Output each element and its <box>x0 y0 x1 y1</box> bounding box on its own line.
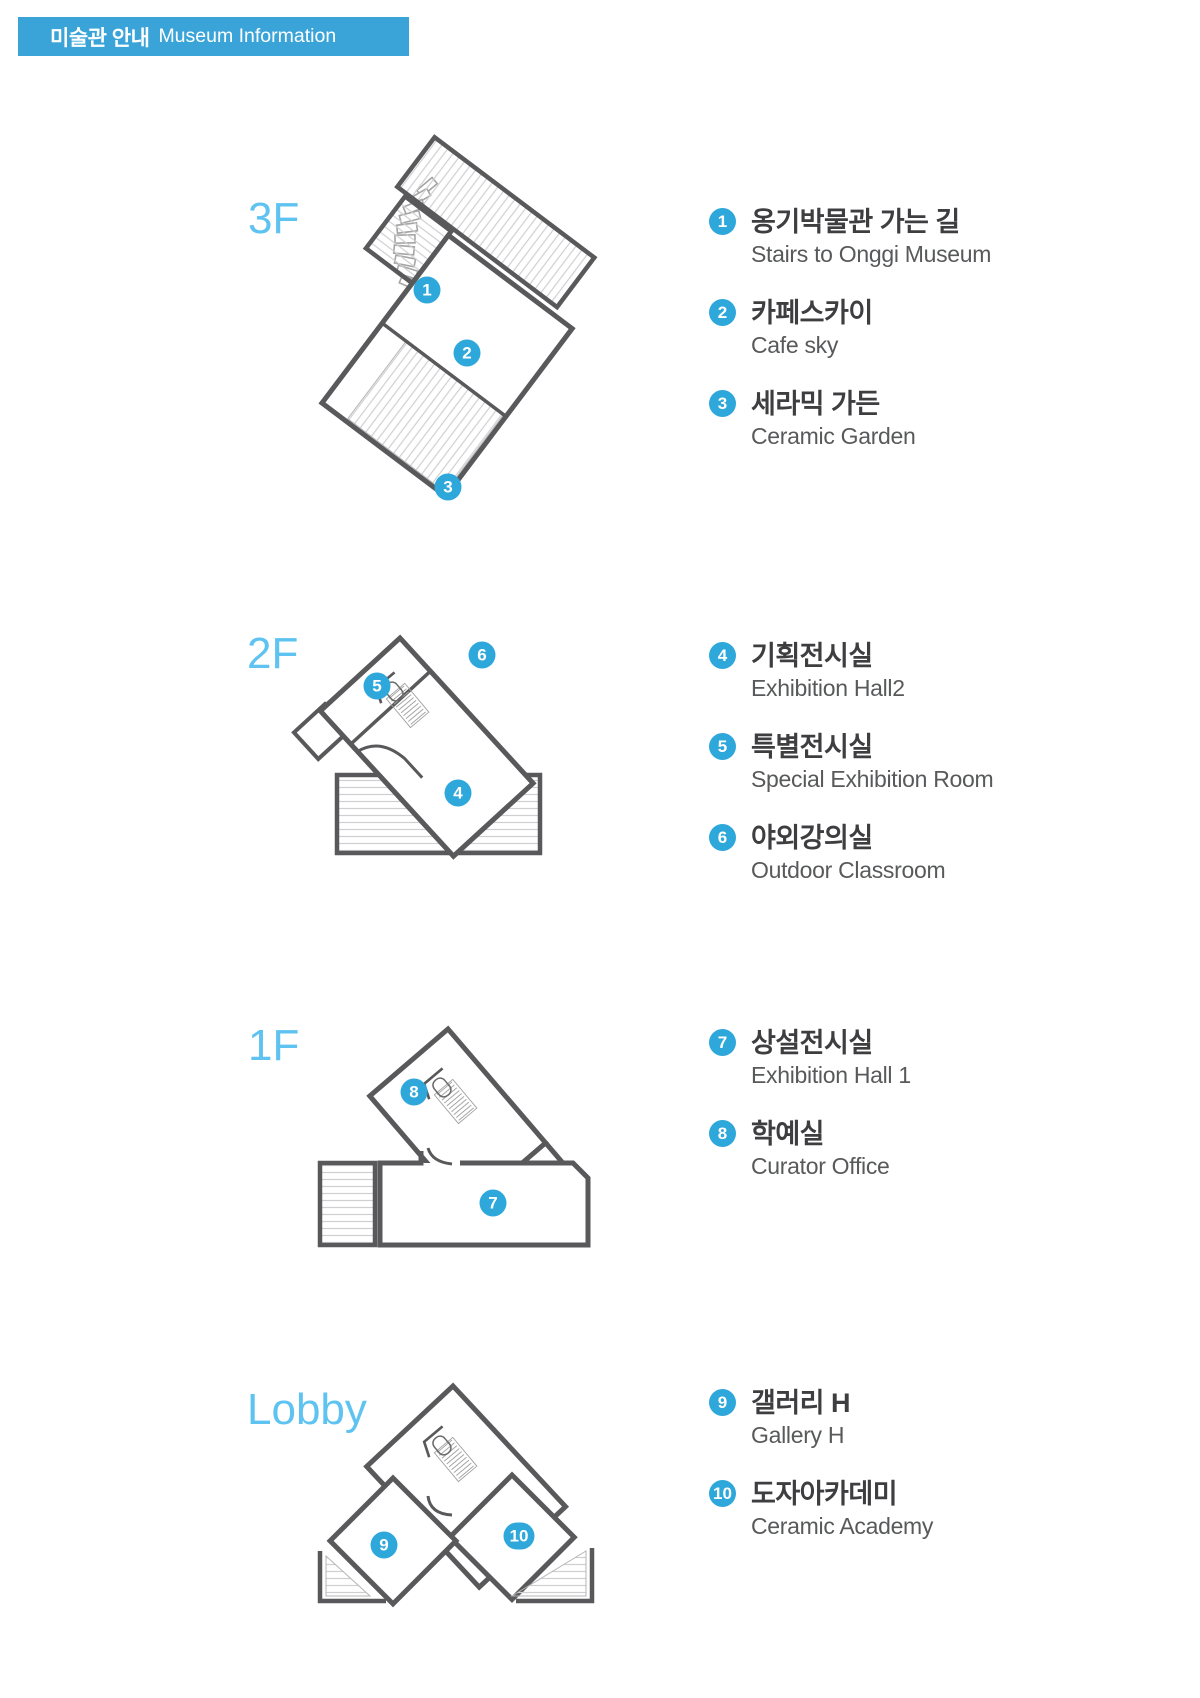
corner-deck-right <box>510 1550 587 1597</box>
legend-1f: 7 상설전시실 Exhibition Hall 1 8 학예실 Curator Of… <box>709 1026 1129 1208</box>
deck-right-hatched <box>394 134 598 311</box>
legend-number-badge: 3 <box>709 390 736 417</box>
legend-lobby: 9 갤러리 H Gallery H 10 도자아카데미 Ceramic Academ… <box>709 1386 1129 1568</box>
legend-number-badge: 1 <box>709 208 736 235</box>
legend-label-korean: 세라믹 가든 <box>751 389 880 419</box>
legend-label-english: Gallery H <box>751 1422 845 1448</box>
header-title-korean: 미술관 안내 <box>50 26 150 50</box>
legend-label-korean: 기획전시실 <box>751 641 873 671</box>
legend-item: 7 상설전시실 Exhibition Hall 1 <box>709 1026 1129 1091</box>
legend-item: 10 도자아카데미 Ceramic Academy <box>709 1477 1129 1542</box>
plan-marker-3: 3 <box>434 473 462 501</box>
floor-label-lobby: Lobby <box>247 1385 367 1434</box>
legend-label-korean: 갤러리 H <box>751 1388 851 1418</box>
legend-item: 4 기획전시실 Exhibition Hall2 <box>709 639 1129 704</box>
legend-label-korean: 상설전시실 <box>751 1028 873 1058</box>
legend-label-korean: 야외강의실 <box>751 823 873 853</box>
corner-deck-left <box>325 1554 372 1597</box>
legend-number-badge: 5 <box>709 733 736 760</box>
floor-label-2f: 2F <box>247 629 299 678</box>
legend-item: 5 특별전시실 Special Exhibition Room <box>709 730 1129 795</box>
legend-number-badge: 4 <box>709 642 736 669</box>
legend-label-korean: 도자아카데미 <box>751 1479 898 1509</box>
legend-label-english: Ceramic Garden <box>751 423 916 449</box>
legend-label-english: Exhibition Hall2 <box>751 675 905 701</box>
legend-item: 2 카페스카이 Cafe sky <box>709 296 1129 361</box>
legend-label-english: Ceramic Academy <box>751 1513 934 1539</box>
legend-number-badge: 9 <box>709 1389 736 1416</box>
legend-label-english: Exhibition Hall 1 <box>751 1062 911 1088</box>
legend-label-english: Cafe sky <box>751 332 839 358</box>
header-title-english: Museum Information <box>158 25 337 47</box>
floorplan-3f <box>318 134 598 500</box>
legend-number-badge: 7 <box>709 1029 736 1056</box>
legend-label-korean: 카페스카이 <box>751 298 873 328</box>
floor-label-1f: 1F <box>248 1021 300 1070</box>
plan-marker-5: 5 <box>363 672 391 700</box>
legend-item: 6 야외강의실 Outdoor Classroom <box>709 821 1129 886</box>
legend-item: 1 옹기박물관 가는 길 Stairs to Onggi Museum <box>709 205 1129 270</box>
legend-label-korean: 학예실 <box>751 1119 825 1149</box>
legend-number-badge: 8 <box>709 1120 736 1147</box>
legend-item: 8 학예실 Curator Office <box>709 1117 1129 1182</box>
floorplan-lobby <box>317 1382 595 1608</box>
page-header: 미술관 안내 Museum Information <box>18 17 409 56</box>
plan-marker-2: 2 <box>453 339 481 367</box>
legend-2f: 4 기획전시실 Exhibition Hall2 5 특별전시실 Special E… <box>709 639 1129 912</box>
floorplan-1f <box>317 1025 591 1248</box>
left-deck-hatched <box>317 1160 378 1248</box>
plan-marker-4: 4 <box>444 779 472 807</box>
plan-marker-10: 10 <box>503 1522 535 1550</box>
floor-label-3f: 3F <box>248 194 300 243</box>
plan-marker-6: 6 <box>468 641 496 669</box>
legend-number-badge: 2 <box>709 299 736 326</box>
legend-label-english: Curator Office <box>751 1153 890 1179</box>
floorplan-2f <box>291 634 543 860</box>
legend-label-english: Special Exhibition Room <box>751 766 994 792</box>
plan-marker-8: 8 <box>400 1078 428 1106</box>
legend-label-english: Outdoor Classroom <box>751 857 946 883</box>
legend-label-english: Stairs to Onggi Museum <box>751 241 992 267</box>
plan-marker-9: 9 <box>370 1531 398 1559</box>
legend-3f: 1 옹기박물관 가는 길 Stairs to Onggi Museum 2 카페스… <box>709 205 1129 478</box>
plan-marker-1: 1 <box>413 276 441 304</box>
legend-item: 3 세라믹 가든 Ceramic Garden <box>709 387 1129 452</box>
legend-number-badge: 6 <box>709 824 736 851</box>
exhibition-hall1-walls <box>377 1151 591 1248</box>
plan-marker-7: 7 <box>479 1189 507 1217</box>
legend-item: 9 갤러리 H Gallery H <box>709 1386 1129 1451</box>
legend-label-korean: 옹기박물관 가는 길 <box>751 207 960 237</box>
legend-label-korean: 특별전시실 <box>751 732 873 762</box>
legend-number-badge: 10 <box>709 1480 736 1507</box>
